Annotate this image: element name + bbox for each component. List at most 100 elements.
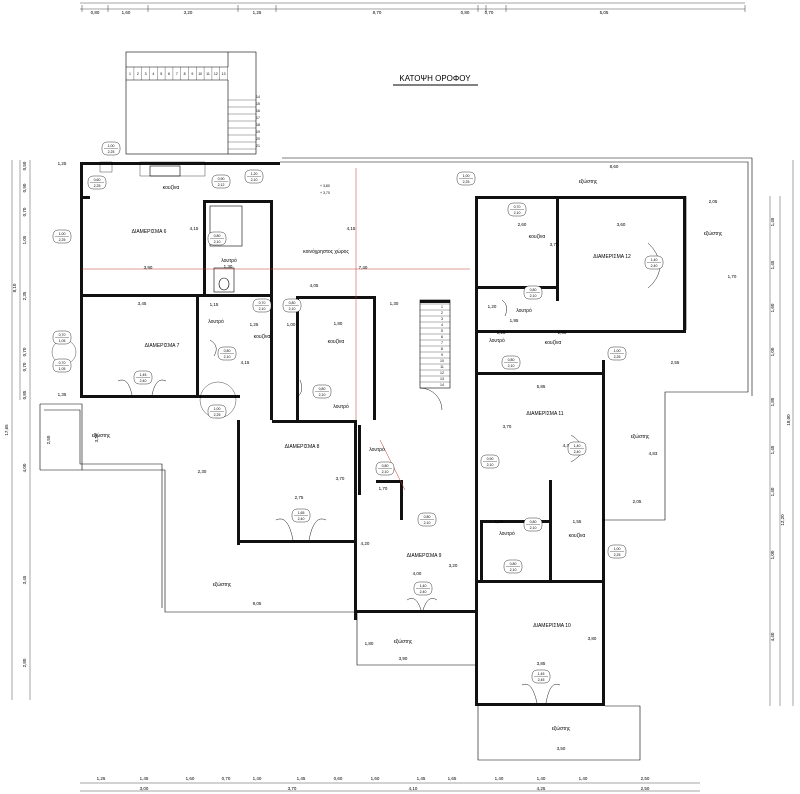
opening-tag: 0,702,10 (507, 202, 527, 217)
room-label: εξώστης (552, 725, 571, 732)
building-walls (80, 162, 686, 706)
opening-tag: 1,452,40 (133, 370, 153, 385)
dimension-text: 1,00 (770, 347, 775, 356)
opening-tag: 1,402,40 (567, 441, 587, 456)
level-marks: + 3,80+ 3,70 (320, 184, 330, 195)
dimension-text: 0,60 (334, 776, 343, 781)
dimension-text: 9,05 (253, 601, 262, 606)
opening-width: 1,40 (420, 584, 427, 588)
stair-step-number: 5 (441, 329, 443, 333)
stair-step-number: 13 (440, 377, 444, 381)
dimension-text: 1,00 (770, 550, 775, 559)
dimension-text: 2,50 (641, 786, 650, 791)
dimension-text: 1,40 (579, 776, 588, 781)
dimension-text: 18,00 (786, 414, 791, 426)
dimension-text: 1,60 (371, 776, 380, 781)
opening-width: 1,00 (614, 349, 621, 353)
dimension-text: 4,00 (413, 571, 422, 576)
opening-height: 2,10 (382, 470, 389, 474)
dimension-text: 1,40 (770, 487, 775, 496)
opening-height: 2,10 (508, 364, 515, 368)
dimension-text: 1,25 (97, 776, 106, 781)
bottom-dimension-chain (80, 782, 700, 792)
dimension-text: 1,05 (22, 235, 27, 244)
stair-step-number: 1 (129, 72, 131, 76)
opening-height: 2,10 (510, 568, 517, 572)
dimension-text: 3,45 (138, 301, 147, 306)
opening-width: 0,70 (59, 333, 66, 337)
dimension-text: 1,45 (297, 776, 306, 781)
room-label: εξώστης (579, 178, 598, 185)
opening-tag: 0,802,10 (417, 512, 437, 527)
opening-width: 0,80 (382, 464, 389, 468)
dimension-text: 4,10 (409, 786, 418, 791)
dimension-text: 1,95 (510, 318, 519, 323)
dimension-text: 4,25 (537, 786, 546, 791)
stair-step-number: 6 (168, 72, 170, 76)
opening-height: 2,40 (420, 590, 427, 594)
opening-height: 2,10 (224, 355, 231, 359)
dimension-text: 4,83 (649, 451, 658, 456)
dimension-text: 1,45 (770, 260, 775, 269)
room-label: ΔΙΑΜΕΡΙΣΜΑ 10 (533, 623, 571, 629)
dimension-text: 2,55 (671, 360, 680, 365)
opening-width: 1,00 (59, 232, 66, 236)
dimension-text: 4,05 (310, 283, 319, 288)
opening-tag: 0,802,10 (217, 346, 237, 361)
opening-width: 1,65 (298, 511, 305, 515)
opening-width: 0,90 (218, 177, 225, 181)
dimension-text: 0,90 (22, 183, 27, 192)
room-label: κουζίνα (529, 234, 546, 240)
stair-step-number: 15 (256, 102, 260, 106)
opening-height: 2,40 (140, 379, 147, 383)
room-label: εξώστης (631, 433, 650, 440)
opening-height: 2,25 (614, 553, 621, 557)
dimension-text: 2,80 (22, 658, 27, 667)
level-mark: + 3,80 (320, 184, 330, 188)
dimension-text: 4,20 (361, 541, 370, 546)
dimension-text: 0,70 (22, 347, 27, 356)
opening-height: 2,12 (218, 183, 225, 187)
opening-width: 0,70 (514, 205, 521, 209)
stair-step-number: 12 (214, 72, 218, 76)
room-label: ΔΙΑΜΕΡΙΣΜΑ 8 (285, 444, 320, 450)
dimension-text: 1,20 (495, 519, 504, 524)
opening-tag: 1,202,10 (244, 169, 264, 184)
dimension-text: 1,25 (253, 10, 262, 15)
stair-step-number: 9 (191, 72, 193, 76)
stair-step-number: 11 (440, 365, 444, 369)
opening-height: 1,05 (59, 339, 66, 343)
dimension-text: 8,10 (12, 283, 17, 292)
opening-tag: 0,70 1,05 (52, 330, 72, 345)
dimension-text: 1,40 (495, 776, 504, 781)
dimension-text: 2,50 (641, 776, 650, 781)
opening-tag: 0,602,25 (87, 175, 107, 190)
dimension-text: 1,60 (122, 10, 131, 15)
dimension-text: 0,70 (22, 207, 27, 216)
dimension-text: 3,70 (550, 242, 559, 247)
dimension-text: 1,55 (573, 519, 582, 524)
opening-height: 2,25 (59, 238, 66, 242)
room-label: ΔΙΑΜΕΡΙΣΜΑ 6 (132, 229, 167, 235)
dimension-text: 1,45 (417, 776, 426, 781)
stair-step-number: 21 (256, 144, 260, 148)
opening-width: 0,80 (289, 301, 296, 305)
dimension-text: 1,60 (770, 303, 775, 312)
dimension-text: 0,50 (22, 161, 27, 170)
opening-tag: 1,652,40 (291, 508, 311, 523)
opening-tag: 0,802,10 (523, 517, 543, 532)
room-label: κουζίνα (569, 533, 586, 539)
opening-tag: 0,701,05 (52, 358, 72, 373)
dimension-text: 1,80 (365, 641, 374, 646)
dimension-text: 4,15 (190, 226, 199, 231)
opening-tag: 0,802,10 (503, 559, 523, 574)
stair-step-number: 14 (256, 95, 260, 99)
balconies (39, 157, 753, 761)
opening-tag: 1,002,25 (607, 346, 627, 361)
room-label: λουτρό (333, 403, 349, 410)
dimension-text: 1,25 (250, 322, 259, 327)
opening-height: 2,25 (94, 184, 101, 188)
